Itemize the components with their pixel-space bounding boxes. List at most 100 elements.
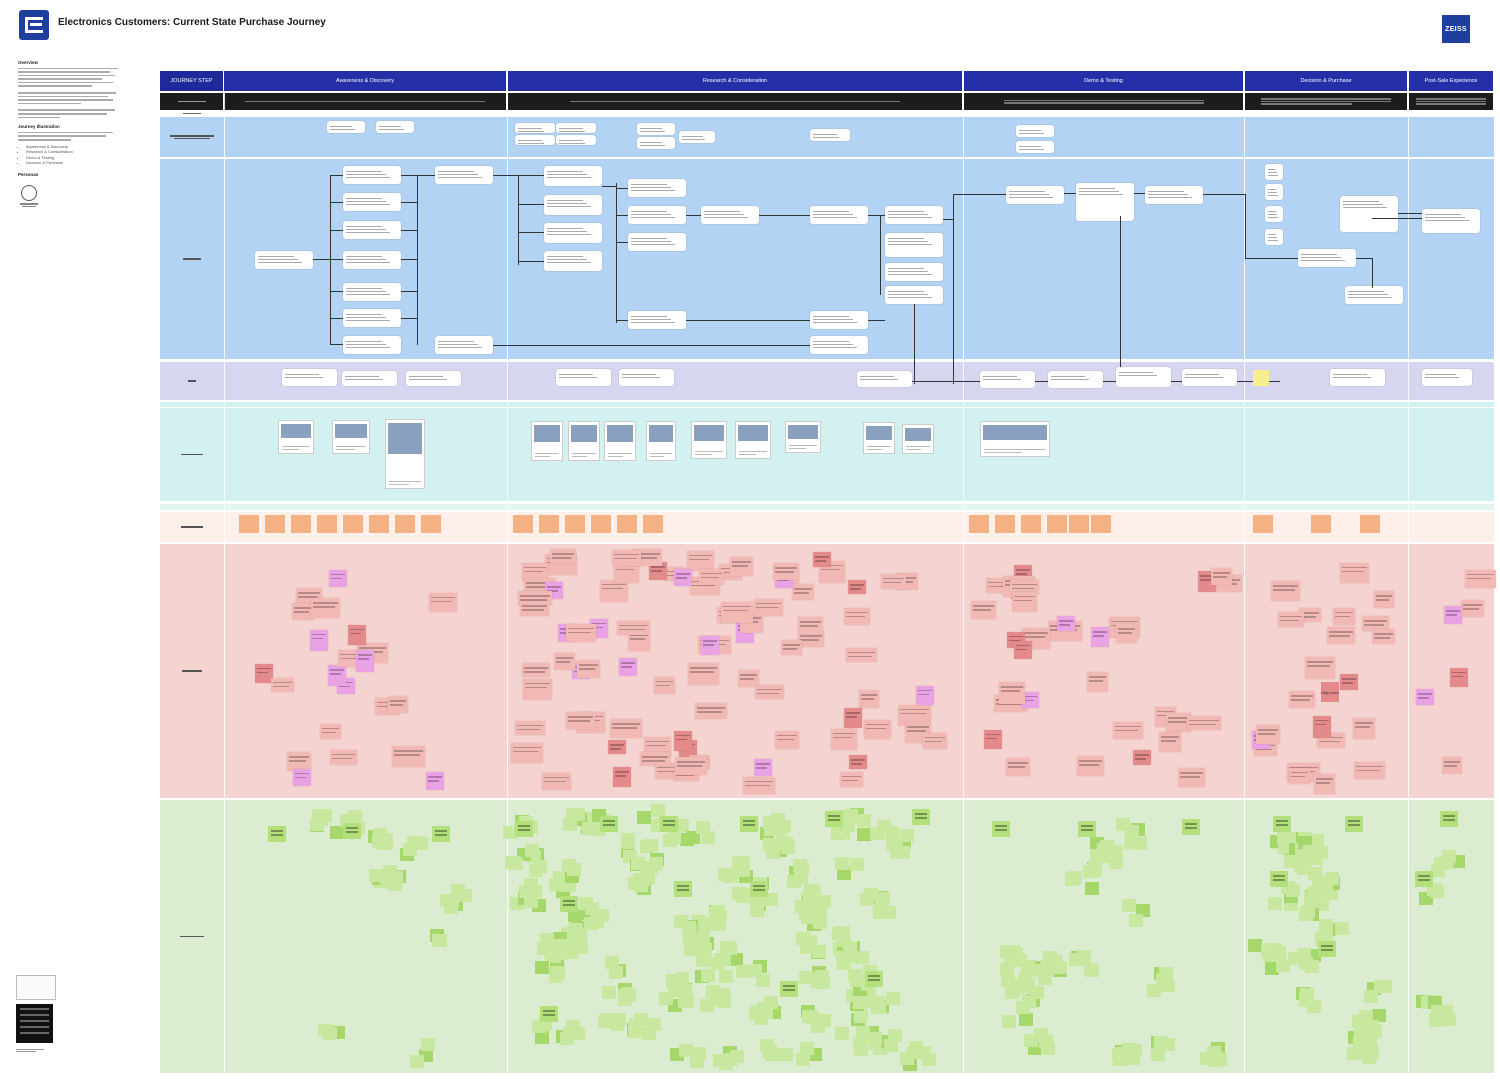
pain-point-sticky: [549, 549, 577, 564]
opportunity-sticky: [431, 933, 446, 947]
overview-heading: Overview: [18, 60, 39, 65]
opportunity-sticky-highlight: [560, 896, 578, 912]
app-logo: [19, 10, 49, 40]
connector-line: [518, 261, 544, 262]
overview-text-placeholder: [18, 67, 123, 119]
opportunity-sticky: [872, 906, 887, 920]
opportunity-sticky: [1122, 899, 1137, 913]
opportunity-sticky: [887, 1029, 902, 1043]
opportunity-sticky: [457, 888, 472, 902]
opportunity-sticky: [1305, 960, 1320, 974]
pain-point-sticky: [773, 563, 799, 580]
pain-point-sticky: [577, 660, 601, 679]
opportunity-sticky: [835, 856, 850, 870]
pain-point-sticky: [1299, 608, 1322, 623]
opportunity-sticky: [519, 884, 534, 898]
flow-card: [1340, 196, 1398, 232]
opportunity-sticky: [1001, 1015, 1016, 1029]
connector-line: [1120, 216, 1121, 381]
orange-sticky: [343, 515, 363, 533]
opportunity-sticky: [712, 1054, 727, 1068]
connector-line: [330, 318, 343, 319]
screenshot-thumbnail: [785, 421, 821, 453]
opportunity-sticky: [1276, 831, 1291, 845]
connector-line: [330, 230, 343, 231]
opportunity-sticky: [1040, 1041, 1055, 1055]
pain-point-sticky: [1186, 715, 1221, 730]
pain-point-sticky: [1091, 627, 1110, 647]
connector-line: [686, 320, 810, 321]
flow-card: [1265, 184, 1283, 200]
opportunity-sticky: [1153, 1036, 1168, 1050]
pain-point-sticky: [565, 623, 597, 643]
flow-card: [1006, 186, 1064, 204]
opportunity-sticky: [874, 893, 889, 907]
opportunity-sticky: [666, 973, 681, 987]
opportunity-sticky-highlight: [674, 881, 692, 897]
opportunity-sticky-highlight: [825, 811, 843, 827]
opportunity-sticky: [598, 1014, 613, 1028]
opportunity-sticky: [856, 1024, 871, 1038]
screenshot-thumbnail: [646, 421, 676, 461]
connector-line: [914, 304, 915, 384]
opportunity-sticky: [535, 1030, 550, 1044]
orange-sticky: [369, 515, 389, 533]
connector-line: [518, 232, 544, 233]
orange-sticky: [1047, 515, 1067, 533]
screenshot-thumbnail: [278, 420, 314, 454]
connector-line: [1372, 218, 1422, 219]
flow-card: [1422, 369, 1472, 386]
opportunity-sticky: [748, 1006, 763, 1020]
connector-line: [1372, 258, 1373, 288]
orange-sticky: [239, 515, 259, 533]
pain-point-sticky: [1014, 640, 1033, 660]
opportunity-sticky: [900, 1051, 915, 1065]
opportunity-sticky: [1000, 962, 1015, 976]
opportunity-sticky-highlight: [268, 826, 286, 842]
pain-point-sticky: [674, 730, 693, 752]
column-header-research: Research & Consideration: [508, 71, 963, 91]
connector-line: [401, 259, 417, 260]
flow-card: [628, 206, 686, 224]
pain-point-sticky: [798, 617, 824, 635]
pain-point-sticky: [797, 631, 825, 648]
pain-point-sticky: [542, 772, 572, 790]
opportunity-sticky: [778, 1047, 793, 1061]
opportunity-sticky-highlight: [1182, 819, 1200, 835]
pain-point-sticky: [1352, 718, 1375, 740]
opportunity-sticky: [696, 936, 711, 950]
opportunity-sticky: [747, 964, 762, 978]
opportunity-sticky: [1001, 974, 1016, 988]
opportunity-sticky: [705, 916, 720, 930]
stage-desc-research: [508, 93, 963, 110]
opportunity-sticky: [1277, 841, 1292, 855]
opportunity-sticky: [410, 1054, 425, 1068]
flow-card: [885, 233, 943, 257]
flow-card: [544, 251, 602, 271]
pain-point-sticky: [698, 568, 724, 585]
pain-point-sticky: [1332, 607, 1356, 626]
brand-logo: ZEISS: [1442, 15, 1470, 43]
pain-point-sticky: [1116, 624, 1138, 644]
opportunity-sticky-highlight: [432, 826, 450, 842]
pain-point-sticky: [1442, 757, 1463, 775]
opportunity-sticky: [1347, 1047, 1362, 1061]
opportunity-sticky: [859, 893, 874, 907]
orange-sticky: [1360, 515, 1380, 533]
connector-line: [330, 175, 331, 345]
flow-card: [1048, 371, 1103, 388]
flow-card: [1016, 141, 1054, 153]
opportunity-sticky: [1135, 903, 1150, 917]
opportunity-sticky: [1158, 966, 1173, 980]
pain-point-sticky: [271, 677, 294, 693]
opportunity-sticky: [1287, 952, 1302, 966]
connector-line: [518, 175, 519, 265]
flow-card: [515, 123, 555, 133]
pain-point-sticky: [309, 629, 328, 651]
opportunity-sticky: [763, 815, 778, 829]
flow-card: [637, 123, 675, 135]
opportunity-sticky-highlight: [600, 816, 618, 832]
opportunity-sticky: [678, 1043, 693, 1057]
opportunity-sticky: [602, 985, 617, 999]
pain-point-sticky: [1373, 591, 1394, 609]
